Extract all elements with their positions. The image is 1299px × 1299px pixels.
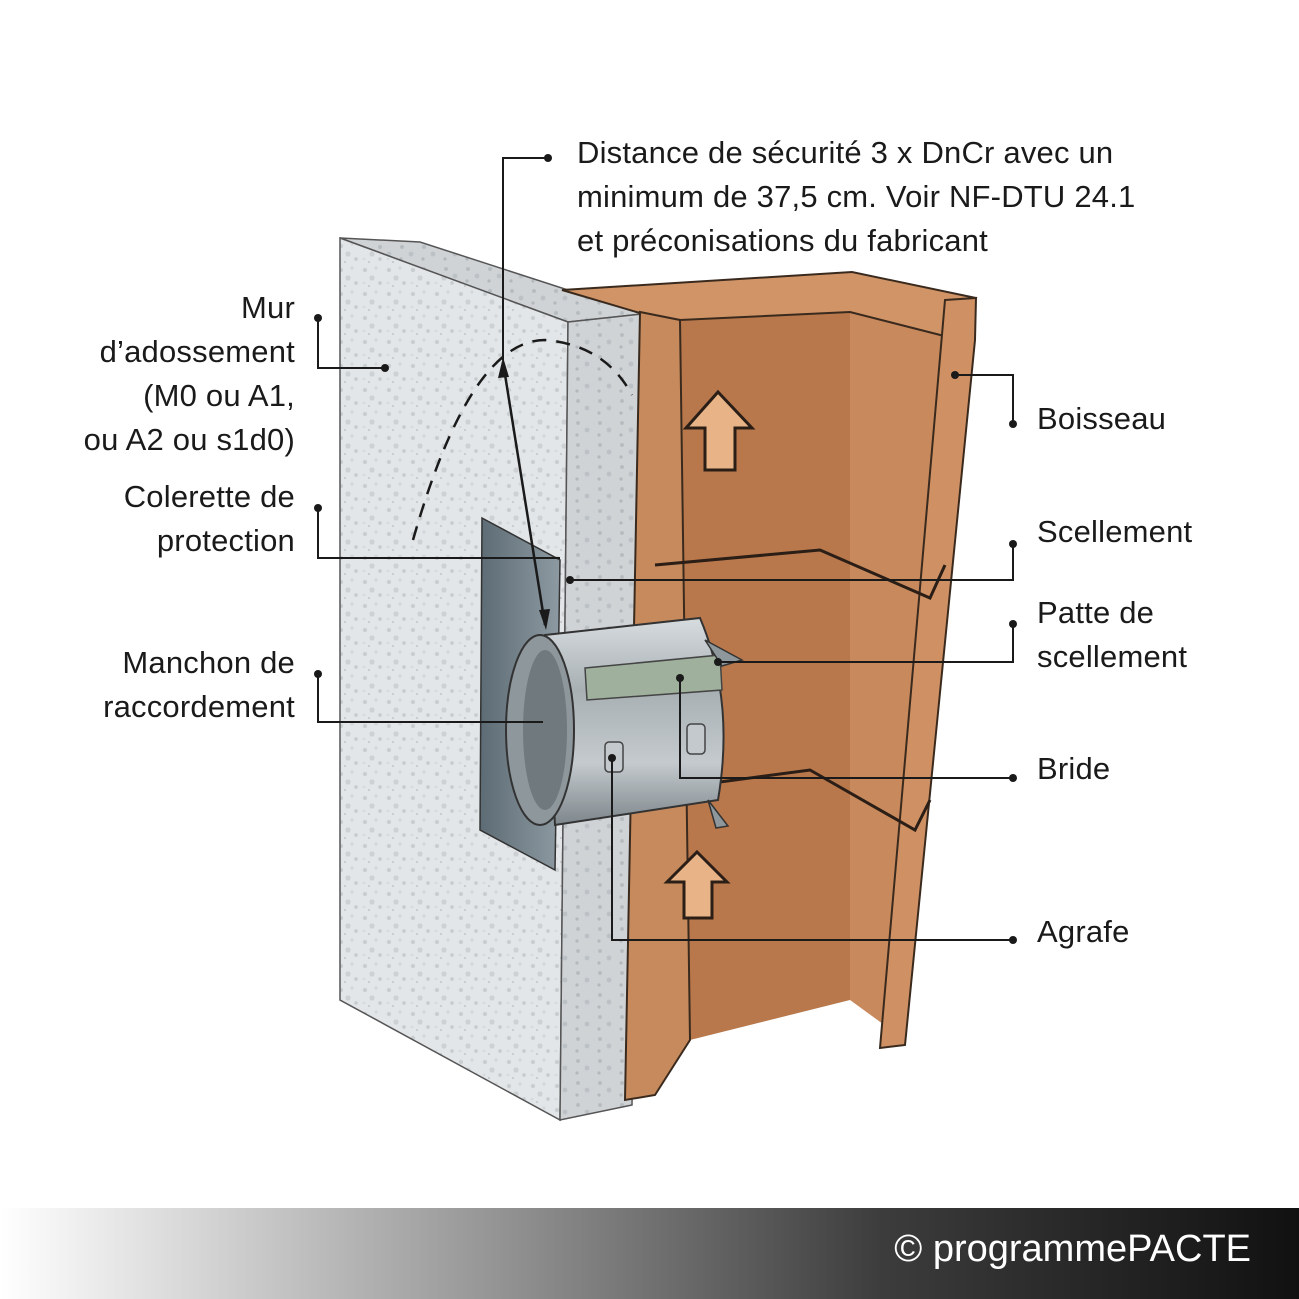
up-arrow-icon [682, 389, 756, 472]
agrafe-clip [686, 723, 706, 755]
label-line: Agrafe [1037, 914, 1130, 949]
label-line: Patte de [1037, 595, 1155, 630]
back-wall [339, 236, 643, 1122]
up-arrow-icon [663, 849, 731, 920]
leader-bride [679, 678, 1013, 779]
label-line: ou A2 ou s1d0) [83, 422, 295, 457]
label-line: Colerette de [123, 479, 295, 514]
label-line: protection [156, 523, 295, 558]
leader-scellement [570, 544, 1014, 581]
label-line: Manchon de [122, 645, 295, 680]
leader-manchon [317, 674, 543, 723]
copyright-text: © programmePACTE [894, 1228, 1251, 1270]
leader-colerette [317, 508, 560, 559]
label-bride: Bride [1037, 747, 1110, 791]
label-line: d’adossement [99, 334, 295, 369]
arrowhead-icon [498, 357, 509, 378]
label-line: raccordement [103, 689, 295, 724]
label-manchon: Manchon de raccordement [103, 641, 295, 729]
label-boisseau: Boisseau [1037, 397, 1166, 441]
boisseau-joint-upper [654, 548, 947, 600]
safety-distance-arrow [501, 361, 547, 626]
label-line: Boisseau [1037, 401, 1167, 436]
label-line: et préconisations du fabricant [577, 223, 988, 258]
leader-boisseau [955, 374, 1014, 424]
label-agrafe: Agrafe [1037, 910, 1130, 954]
label-safety-distance: Distance de sécurité 3 x DnCr avec un mi… [577, 131, 1135, 263]
leader-lines [317, 157, 1014, 941]
footer-bar: © programmePACTE [0, 1208, 1299, 1299]
leader-agrafe [611, 758, 1013, 941]
bride-band [584, 654, 723, 701]
label-line: minimum de 37,5 cm. Voir NF-DTU 24.1 [577, 179, 1136, 214]
leader-safety-distance [502, 157, 548, 360]
label-colerette: Colerette de protection [124, 475, 295, 563]
sleeve-inner [523, 650, 567, 810]
label-line: Distance de sécurité 3 x DnCr avec un [577, 135, 1114, 170]
label-line: scellement [1037, 639, 1188, 674]
boisseau-right-wall [878, 296, 978, 1050]
label-scellement: Scellement [1037, 510, 1192, 554]
leader-patte [718, 624, 1014, 663]
label-patte-scellement: Patte de scellement [1037, 591, 1187, 679]
label-mur-adossement: Mur d’adossement (M0 ou A1, ou A2 ou s1d… [84, 286, 295, 462]
boisseau-joint-lower [659, 768, 932, 833]
label-line: Mur [241, 290, 295, 325]
leader-dots [314, 154, 1017, 944]
safety-distance-arc [411, 338, 634, 541]
label-line: Scellement [1037, 514, 1193, 549]
label-line: (M0 ou A1, [143, 378, 295, 413]
leader-mur [317, 318, 385, 369]
label-line: Bride [1037, 751, 1111, 786]
sealing-tab [707, 799, 730, 829]
arrowhead-icon [539, 609, 550, 630]
connection-sleeve [505, 616, 744, 829]
